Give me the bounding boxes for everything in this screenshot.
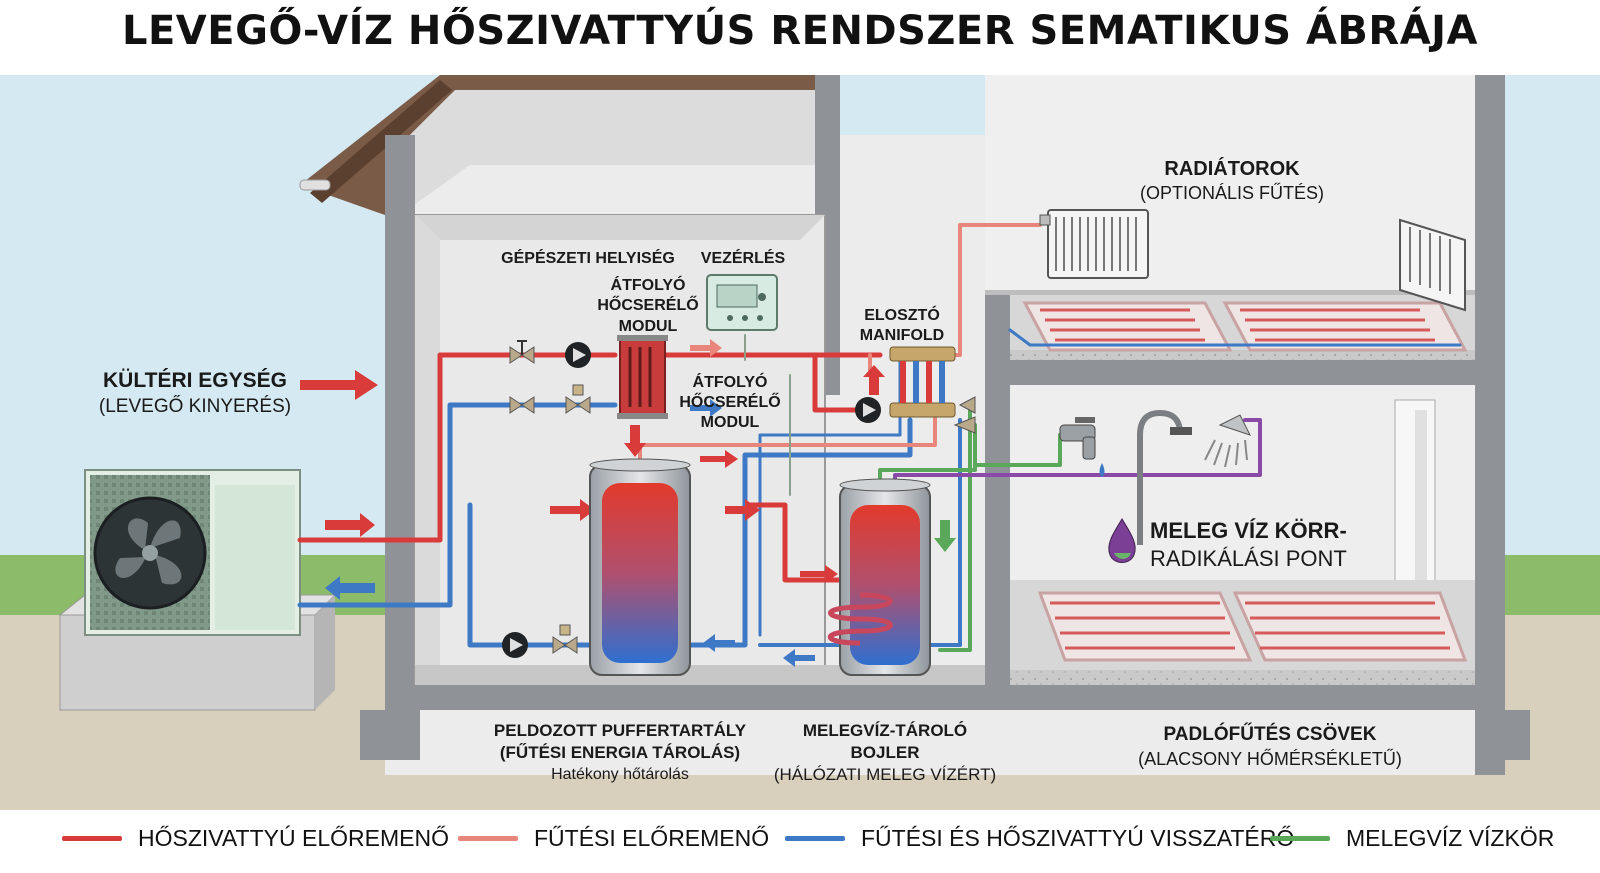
hx-module-top-l3: MODUL	[619, 318, 678, 335]
dhw-tank	[827, 478, 931, 676]
shower-icon	[1137, 409, 1192, 545]
legend: HŐSZIVATTYÚ ELŐREMENŐ FŰTÉSI ELŐREMENŐ F…	[0, 818, 1600, 858]
heat-pump-diagram: KÜLTÉRI EGYSÉG (LEVEGŐ KINYERÉS) GÉPÉSZE…	[0, 75, 1600, 810]
manifold-label-l2: MANIFOLD	[860, 327, 944, 344]
circulation-point-label-l2: RADIKÁLÁSI PONT	[1150, 546, 1347, 571]
legend-swatch	[1270, 835, 1330, 841]
pump-icon	[502, 632, 528, 658]
radiators-label: RADIÁTOROK	[1164, 157, 1300, 180]
floor-heating-lower	[1037, 591, 1468, 662]
floor-heating-upper	[1022, 301, 1468, 352]
fan-icon	[93, 496, 207, 610]
circulation-point-label-l1: MELEG VÍZ KÖRR-	[1150, 518, 1347, 543]
legend-swatch	[458, 835, 518, 841]
legend-label: MELEGVÍZ VÍZKÖR	[1346, 824, 1555, 851]
valve-icon	[509, 340, 535, 364]
outdoor-unit-sublabel: (LEVEGŐ KINYERÉS)	[99, 395, 291, 417]
manifold	[889, 346, 976, 434]
hx-module-top-l2: HŐCSERÉLŐ	[597, 295, 698, 314]
heat-exchanger-module	[617, 335, 668, 419]
hx-module-top-l1: ÁTFOLYÓ	[611, 275, 686, 294]
faucet-icon	[1059, 417, 1105, 477]
floor-heating-label-l2: (ALACSONY HŐMÉRSÉKLETŰ)	[1138, 748, 1402, 769]
hx-module-bottom-l1: ÁTFOLYÓ	[693, 372, 768, 391]
legend-item-dhw: MELEGVÍZ VÍZKÖR	[1270, 818, 1554, 858]
shower-icon	[1204, 414, 1251, 468]
radiators-sublabel: (OPTIONÁLIS FŰTÉS)	[1140, 182, 1324, 203]
hx-module-bottom-l2: HŐCSERÉLŐ	[679, 392, 780, 411]
radiator-icon	[1039, 209, 1149, 279]
control-label: VEZÉRLÉS	[701, 248, 786, 267]
house	[299, 75, 1530, 775]
legend-swatch	[62, 835, 122, 841]
page-title: LEVEGŐ-VÍZ HŐSZIVATTYÚS RENDSZER SEMATIK…	[121, 8, 1478, 54]
valve-icon	[565, 384, 591, 414]
dhw-tank-label-l2: BOJLER	[851, 743, 920, 762]
control-panel-icon	[706, 274, 778, 331]
legend-label: FŰTÉSI ELŐREMENŐ	[534, 824, 770, 851]
outdoor-unit	[58, 469, 337, 711]
pump-icon	[855, 397, 881, 423]
dhw-tank-label-l3: (HÁLÓZATI MELEG VÍZÉRT)	[774, 765, 996, 784]
outdoor-unit-label: KÜLTÉRI EGYSÉG	[103, 369, 287, 392]
floor-heating-label-l1: PADLÓFŰTÉS CSÖVEK	[1164, 723, 1377, 745]
buffer-tank-label-l1: PELDOZOTT PUFFERTARTÁLY	[494, 721, 747, 740]
legend-swatch	[785, 835, 845, 841]
water-drop-icon	[1108, 518, 1136, 563]
legend-item-hp-flow: HŐSZIVATTYÚ ELŐREMENŐ	[62, 818, 449, 858]
buffer-tank-label-l2: (FŰTÉSI ENERGIA TÁROLÁS)	[500, 743, 740, 762]
hx-module-bottom-l3: MODUL	[701, 414, 760, 431]
flow-arrows	[300, 339, 956, 667]
valve-icon	[552, 624, 578, 654]
legend-label: HŐSZIVATTYÚ ELŐREMENŐ	[138, 824, 449, 851]
manifold-label-l1: ELOSZTÓ	[864, 305, 940, 324]
valve-icon	[509, 396, 535, 414]
arrow-outdoor-in	[300, 370, 378, 400]
legend-item-return: FŰTÉSI ÉS HŐSZIVATTYÚ VISSZATÉRŐ	[785, 818, 1294, 858]
pump-icon	[565, 342, 591, 368]
buffer-tank	[589, 458, 691, 676]
radiator-icon	[1399, 218, 1466, 312]
legend-item-heating-flow: FŰTÉSI ELŐREMENŐ	[458, 818, 769, 858]
mech-room-label: GÉPÉSZETI HELYISÉG	[501, 248, 675, 267]
legend-label: FŰTÉSI ÉS HŐSZIVATTYÚ VISSZATÉRŐ	[861, 824, 1295, 851]
buffer-tank-label-l3: Hatékony hőtárolás	[551, 766, 689, 783]
dhw-tank-label-l1: MELEGVÍZ-TÁROLÓ	[803, 721, 967, 740]
